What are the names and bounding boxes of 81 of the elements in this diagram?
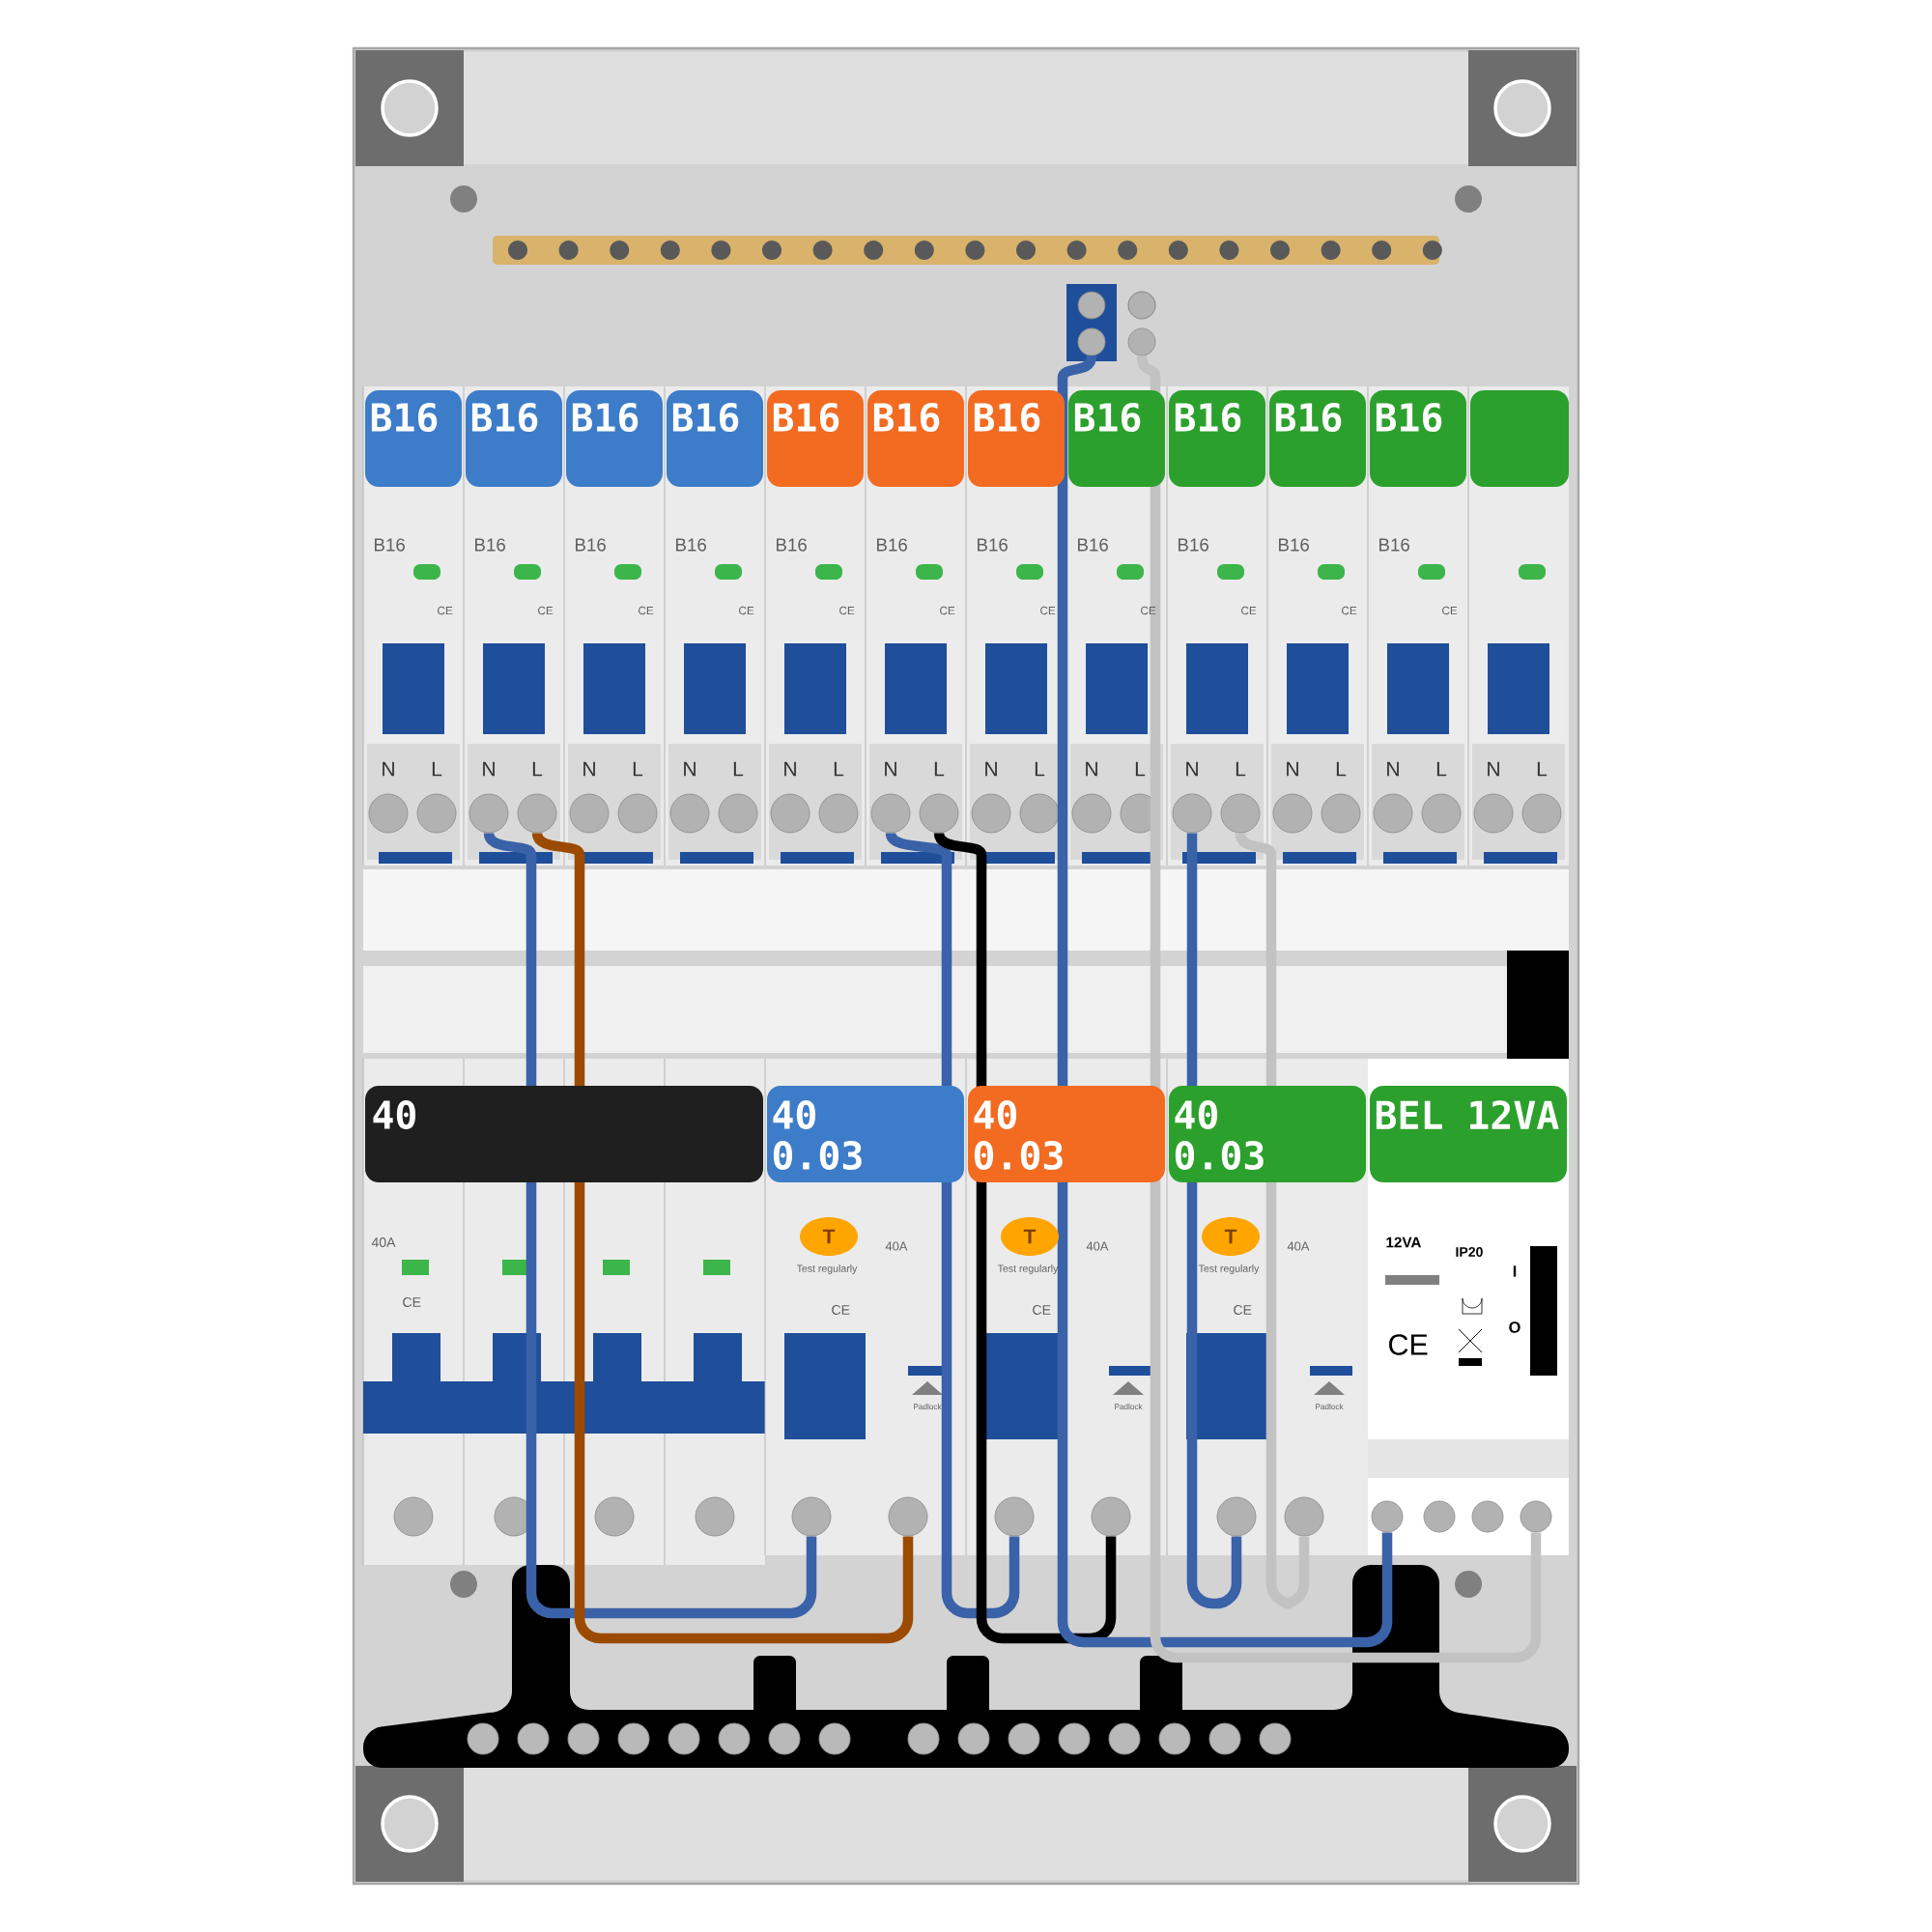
rating-cap: B16 [667,390,763,487]
terminal-screw [1284,1496,1324,1537]
terminal-label: N [1186,761,1198,777]
rating-cap: B16 [767,390,864,487]
rating-cap: B16 [365,390,462,487]
terminal-label: L [1436,761,1447,777]
terminal-label: N [784,761,796,777]
terminal-label: N [1287,761,1298,777]
terminal-screw [919,793,959,834]
rating-cap: B16 [1370,390,1466,487]
rating-text: B16 [676,538,706,552]
rating-text: B16 [1078,538,1108,552]
terminal-label: L [532,761,543,777]
terminal-label: L [633,761,643,777]
rating-text: B16 [1379,538,1409,552]
test-button: T [1202,1217,1260,1256]
terminal-screw [1127,327,1156,356]
terminal-screw [870,793,911,834]
terminal-screw [1077,327,1106,356]
terminal-label: L [1035,761,1045,777]
rating-cap: 40 0.03 [767,1086,964,1182]
terminal-label: N [985,761,997,777]
terminal-label: L [733,761,744,777]
terminal-label: N [684,761,696,777]
terminal-screw [1172,793,1212,834]
terminal-screw [888,1496,928,1537]
terminal-label: L [1236,761,1246,777]
terminal-screw [1520,1500,1552,1533]
terminal-label: N [1488,761,1499,777]
wire [1236,831,1310,1609]
switch-label: I [1513,1265,1517,1277]
wire [532,830,914,1644]
terminal-label: N [1086,761,1097,777]
ce-mark: CE [1389,1334,1428,1355]
wire [484,830,817,1619]
terminal-label: N [383,761,394,777]
rating-text: B16 [576,538,606,552]
rating-cap: 40 [365,1086,763,1182]
test-button: T [800,1217,858,1256]
test-button: T [1001,1217,1059,1256]
wire [1057,353,1393,1648]
rating-text: B16 [978,538,1008,552]
rating-text: B16 [1279,538,1309,552]
rating-text: B16 [475,538,505,552]
rating-text: B16 [877,538,907,552]
terminal-screw [469,793,509,834]
rating-cap: B16 [1169,390,1265,487]
rating-text: B16 [375,538,405,552]
terminal-screw [1371,1500,1404,1533]
terminal-label: N [885,761,896,777]
rating-cap: B16 [566,390,663,487]
terminal-label: L [1135,761,1146,777]
rating-text: B16 [1179,538,1208,552]
switch-label: O [1509,1321,1520,1333]
terminal-screw [1091,1496,1131,1537]
terminal-screw [791,1496,832,1537]
terminal-label: L [1336,761,1347,777]
wire [934,830,1117,1644]
rating-cap: B16 [1269,390,1366,487]
terminal-label: L [934,761,945,777]
rating-cap: B16 [466,390,562,487]
terminal-label: L [432,761,442,777]
terminal-screw [994,1496,1035,1537]
terminal-label: L [834,761,844,777]
rating-cap: 40 0.03 [968,1086,1165,1182]
terminal-screw [1216,1496,1257,1537]
terminal-label: N [1387,761,1399,777]
rating-cap: B16 [1068,390,1165,487]
rating-cap: B16 [867,390,964,487]
terminal-screw [1220,793,1261,834]
terminal-label: N [583,761,595,777]
terminal-screw [517,793,557,834]
terminal-label: N [483,761,495,777]
rating-cap: BEL 12VA [1370,1086,1567,1182]
rating-cap: B16 [968,390,1065,487]
wire [1137,353,1542,1663]
wire [1186,833,1242,1609]
terminal-label: L [1537,761,1548,777]
wire [886,830,1020,1619]
rating-cap: 40 0.03 [1169,1086,1366,1182]
rating-text: B16 [777,538,807,552]
